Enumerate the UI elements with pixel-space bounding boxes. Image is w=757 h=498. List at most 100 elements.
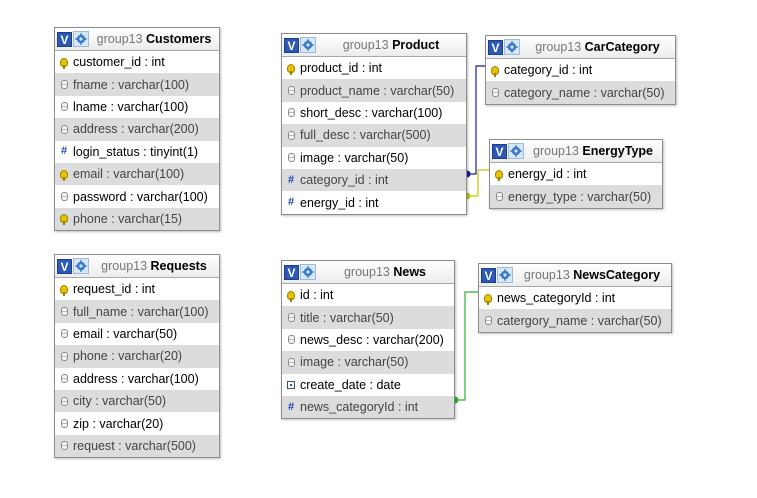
table-options-button[interactable] (497, 267, 513, 283)
column-row[interactable]: news_desc : varchar(200) (282, 329, 454, 351)
string-icon (483, 316, 493, 326)
column-label: login_status : tinyint(1) (73, 144, 199, 159)
column-row[interactable]: email : varchar(50) (55, 323, 219, 345)
column-row[interactable]: product_name : varchar(50) (282, 79, 466, 102)
column-row[interactable]: category_id : int (486, 59, 675, 81)
table-options-button[interactable] (73, 31, 89, 47)
toggle-columns-button[interactable]: V (57, 258, 72, 274)
column-label: create_date : date (300, 377, 401, 392)
column-row[interactable]: #category_id : int (282, 168, 466, 192)
table-name: CarCategory (584, 40, 660, 54)
toggle-columns-button[interactable]: V (488, 39, 503, 55)
relation-product-carcategory[interactable] (467, 65, 487, 175)
column-label: email : varchar(100) (73, 167, 185, 182)
string-icon (59, 192, 69, 202)
table-title[interactable]: group13 Customers (89, 32, 219, 46)
column-row[interactable]: lname : varchar(100) (55, 96, 219, 118)
string-icon (286, 130, 296, 140)
toggle-columns-button[interactable]: V (57, 31, 72, 47)
column-row[interactable]: address : varchar(100) (55, 368, 219, 390)
column-row[interactable]: image : varchar(50) (282, 147, 466, 169)
table-title[interactable]: group13 EnergyType (524, 144, 662, 158)
string-icon (59, 124, 69, 134)
column-row[interactable]: #news_categoryId : int (282, 395, 454, 419)
number-icon: # (287, 173, 295, 186)
table-title[interactable]: group13 CarCategory (520, 40, 675, 54)
table-title[interactable]: group13 News (316, 265, 454, 279)
column-row[interactable]: full_name : varchar(100) (55, 300, 219, 323)
string-icon (286, 313, 296, 323)
key-icon (59, 169, 69, 181)
relation-product-energytype[interactable] (467, 169, 489, 197)
string-icon (286, 153, 296, 163)
column-row[interactable]: news_categoryId : int (479, 287, 671, 309)
column-row[interactable]: customer_id : int (55, 51, 219, 73)
toggle-columns-button[interactable]: V (481, 267, 496, 283)
gear-icon (302, 39, 314, 51)
database-name: group13 (533, 144, 579, 158)
table-name: EnergyType (582, 144, 653, 158)
table-options-button[interactable] (73, 258, 89, 274)
column-row[interactable]: catergory_name : varchar(50) (479, 309, 671, 332)
column-row[interactable]: request : varchar(500) (55, 434, 219, 458)
column-row[interactable]: #energy_id : int (282, 191, 466, 213)
column-row[interactable]: create_date : date (282, 374, 454, 396)
column-row[interactable]: address : varchar(200) (55, 118, 219, 141)
gear-icon (499, 269, 511, 281)
column-row[interactable]: title : varchar(50) (282, 306, 454, 329)
table-title[interactable]: group13 Product (316, 38, 466, 52)
column-label: news_categoryId : int (497, 291, 616, 306)
column-label: phone : varchar(15) (73, 211, 183, 226)
string-icon (59, 102, 69, 112)
table-title[interactable]: group13 Requests (89, 259, 219, 273)
column-row[interactable]: email : varchar(100) (55, 162, 219, 186)
table-options-button[interactable] (508, 143, 524, 159)
column-row[interactable]: fname : varchar(100) (55, 73, 219, 96)
column-row[interactable]: password : varchar(100) (55, 185, 219, 207)
column-row[interactable]: request_id : int (55, 278, 219, 300)
column-row[interactable]: zip : varchar(20) (55, 412, 219, 434)
column-label: energy_id : int (508, 167, 587, 182)
column-row[interactable]: city : varchar(50) (55, 389, 219, 413)
column-row[interactable]: short_desc : varchar(100) (282, 102, 466, 124)
gear-icon (75, 260, 87, 272)
column-row[interactable]: energy_type : varchar(50) (490, 185, 662, 208)
key-icon (490, 65, 500, 77)
table-options-button[interactable] (300, 264, 316, 280)
database-name: group13 (535, 40, 582, 54)
column-row[interactable]: id : int (282, 284, 454, 306)
table-title[interactable]: group13 NewsCategory (513, 268, 671, 282)
table-options-button[interactable] (300, 37, 316, 53)
table-options-button[interactable] (504, 39, 520, 55)
database-name: group13 (101, 259, 148, 273)
column-row[interactable]: phone : varchar(15) (55, 207, 219, 231)
column-row[interactable]: #login_status : tinyint(1) (55, 141, 219, 163)
table-name: NewsCategory (573, 268, 661, 282)
column-label: fname : varchar(100) (73, 77, 190, 92)
column-row[interactable]: phone : varchar(20) (55, 345, 219, 368)
toggle-columns-button[interactable]: V (284, 264, 299, 280)
column-row[interactable]: product_id : int (282, 57, 466, 79)
column-row[interactable]: image : varchar(50) (282, 351, 454, 374)
column-row[interactable]: category_name : varchar(50) (486, 81, 675, 104)
column-row[interactable]: full_desc : varchar(500) (282, 124, 466, 147)
relation-news-newscategory[interactable] (455, 291, 478, 401)
toggle-columns-button[interactable]: V (284, 37, 299, 53)
toggle-columns-button[interactable]: V (492, 143, 507, 159)
gear-icon (506, 41, 518, 53)
column-row[interactable]: energy_id : int (490, 163, 662, 185)
